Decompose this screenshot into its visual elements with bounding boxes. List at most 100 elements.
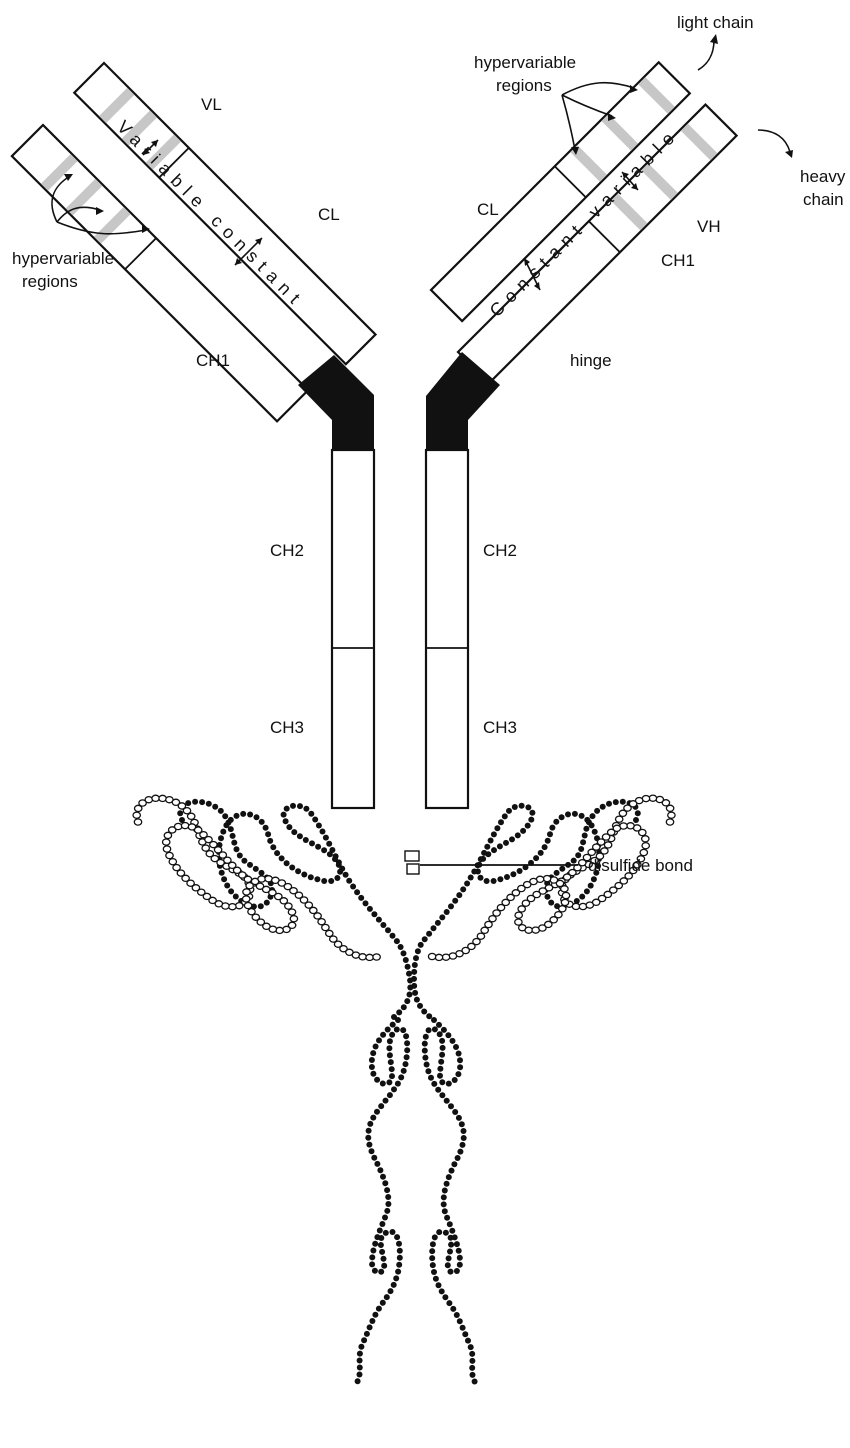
- heavy-chain-residue: [517, 868, 523, 874]
- heavy-chain-label-line1: heavy: [800, 167, 846, 186]
- residue-beads: [133, 795, 675, 1384]
- heavy-chain-residue: [432, 1234, 438, 1240]
- heavy-chain-residue: [396, 1009, 402, 1015]
- heavy-chain-residue: [424, 1062, 430, 1068]
- heavy-chain-residue: [312, 817, 318, 823]
- heavy-chain-residue: [240, 811, 246, 817]
- heavy-chain-residue: [481, 850, 487, 856]
- heavy-chain-residue: [457, 1318, 463, 1324]
- heavy-chain-residue: [371, 1155, 377, 1161]
- heavy-chain-residue: [388, 1059, 394, 1065]
- light-chain-residue: [133, 812, 140, 818]
- light-chain-residue: [134, 819, 141, 825]
- light-chain-residue: [173, 865, 180, 871]
- heavy-chain-residue: [367, 1324, 373, 1330]
- heavy-chain-residue: [454, 1268, 460, 1274]
- heavy-chain-residue: [297, 833, 303, 839]
- heavy-chain-residue: [422, 1041, 428, 1047]
- heavy-chain-residue: [237, 853, 243, 859]
- heavy-chain-residue: [579, 813, 585, 819]
- ch1-label-right: CH1: [661, 251, 695, 270]
- heavy-chain-residue: [234, 813, 240, 819]
- hypervariable-label-right-line2: regions: [496, 76, 552, 95]
- heavy-chain-residue: [571, 858, 577, 864]
- heavy-chain-residue: [309, 840, 315, 846]
- heavy-chain-residue: [436, 1022, 442, 1028]
- heavy-chain-residue: [426, 1027, 432, 1033]
- heavy-chain-residue: [390, 933, 396, 939]
- heavy-chain-residue: [503, 840, 509, 846]
- heavy-chain-residue: [559, 866, 565, 872]
- heavy-chain-residue: [439, 914, 445, 920]
- heavy-chain-residue: [401, 950, 407, 956]
- ch2-label-right: CH2: [483, 541, 517, 560]
- heavy-chain-residue: [411, 969, 417, 975]
- heavy-chain-residue: [431, 925, 437, 931]
- heavy-chain-residue: [444, 1098, 450, 1104]
- heavy-chain-residue: [366, 1128, 372, 1134]
- heavy-chain-residue: [386, 1079, 392, 1085]
- light-chain-residue: [243, 889, 250, 895]
- heavy-chain-residue: [460, 1142, 466, 1148]
- heavy-chain-residue: [580, 839, 586, 845]
- heavy-chain-residue: [456, 1248, 462, 1254]
- heavy-chain-residue: [398, 1074, 404, 1080]
- heavy-chain-residue: [258, 903, 264, 909]
- heavy-chain-residue: [376, 1306, 382, 1312]
- heavy-chain-residue: [478, 875, 484, 881]
- heavy-chain-residue: [378, 1235, 384, 1241]
- cl-label-left: CL: [318, 205, 340, 224]
- heavy-chain-residue: [326, 841, 332, 847]
- heavy-chain-residue: [339, 866, 345, 872]
- heavy-chain-residue: [471, 869, 477, 875]
- heavy-chain-residue: [428, 1075, 434, 1081]
- heavy-chain-residue: [448, 1103, 454, 1109]
- heavy-chain-residue: [385, 1201, 391, 1207]
- heavy-chain-residue: [384, 1187, 390, 1193]
- heavy-chain-residue: [177, 810, 183, 816]
- heavy-chain-residue: [591, 876, 597, 882]
- heavy-chain-residue: [457, 1255, 463, 1261]
- heavy-chain-residue: [565, 811, 571, 817]
- light-chain-residue: [518, 906, 525, 912]
- heavy-chain-residue: [247, 812, 253, 818]
- light-chain-residue: [166, 852, 173, 858]
- ch3-label-left: CH3: [270, 718, 304, 737]
- heavy-chain-residue: [224, 883, 230, 889]
- light-chain-pointer-head: [710, 34, 718, 44]
- heavy-chain-residue: [452, 1109, 458, 1115]
- heavy-chain-residue: [491, 878, 497, 884]
- heavy-chain-residue: [381, 1256, 387, 1262]
- light-chain-residue: [642, 836, 649, 842]
- heavy-chain-residue: [389, 1073, 395, 1079]
- heavy-chain-residue: [430, 1262, 436, 1268]
- heavy-chain-residue: [380, 1174, 386, 1180]
- hypervariable-label-right-line1: hypervariable: [474, 53, 576, 72]
- heavy-chain-residue: [457, 1149, 463, 1155]
- heavy-chain-residue: [488, 838, 494, 844]
- light-chain-pointer: [698, 40, 714, 70]
- heavy-chain-residue: [384, 1294, 390, 1300]
- heavy-chain-residue: [259, 819, 265, 825]
- heavy-chain-label-line2: chain: [803, 190, 844, 209]
- heavy-chain-residue: [357, 1365, 363, 1371]
- light-chain-residue: [258, 876, 265, 882]
- heavy-chain-residue: [447, 1249, 453, 1255]
- heavy-chain-residue: [264, 900, 270, 906]
- heavy-chain-residue: [290, 803, 296, 809]
- heavy-chain-residue: [395, 1081, 401, 1087]
- heavy-chain-residue: [429, 1255, 435, 1261]
- light-chain-residue: [449, 953, 456, 959]
- heavy-chain-residue: [397, 1248, 403, 1254]
- heavy-chain-residue: [426, 1013, 432, 1019]
- heavy-chain-residue: [377, 1167, 383, 1173]
- heavy-chain-residue: [228, 888, 234, 894]
- heavy-chain-residue: [328, 878, 334, 884]
- heavy-chain-residue: [382, 1215, 388, 1221]
- hypervariable-label-left-line1: hypervariable: [12, 249, 114, 268]
- heavy-chain-residue: [355, 1378, 361, 1384]
- disulfide-bond-box-bottom: [407, 864, 419, 874]
- heavy-chain-residue: [369, 1254, 375, 1260]
- heavy-chain-residue: [291, 829, 297, 835]
- heavy-chain-residue: [357, 1372, 363, 1378]
